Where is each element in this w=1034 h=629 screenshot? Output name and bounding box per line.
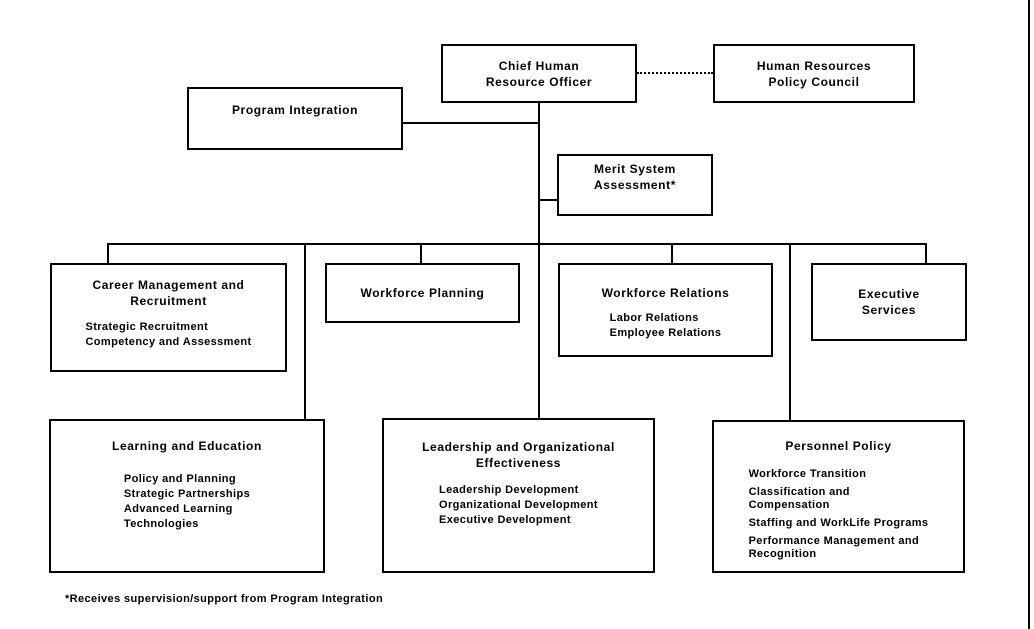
- connector-merit-system: [538, 199, 557, 201]
- node-subfunctions: Labor Relations Employee Relations: [610, 311, 722, 341]
- node-title: Learning and Education: [112, 439, 262, 453]
- node-title: Leadership and Organizational Effectiven…: [422, 440, 615, 470]
- node-program-integration: Program Integration: [187, 87, 403, 150]
- node-merit-system-assessment: Merit System Assessment*: [557, 154, 713, 216]
- subfunction-label: Policy and Planning: [123, 473, 237, 485]
- connector-program-integration: [403, 122, 540, 124]
- node-title: Personnel Policy: [785, 439, 892, 453]
- node-career-management-recruitment: Career Management and Recruitment Strate…: [50, 263, 287, 372]
- subfunction-label: Advanced Learning Technologies: [123, 503, 233, 530]
- connector-chief-council-dotted: [637, 72, 713, 74]
- connector-trunk-vertical: [538, 103, 540, 418]
- connector-drop-workforce-planning: [420, 243, 422, 263]
- subfunction-label: Executive Development: [439, 514, 571, 526]
- connector-distributor-horizontal: [107, 243, 927, 245]
- node-title: Workforce Planning: [360, 286, 485, 300]
- node-title: Chief Human Resource Officer: [485, 58, 593, 89]
- node-learning-education: Learning and Education Policy and Planni…: [49, 419, 325, 573]
- subfunction-label: Performance Management and Recognition: [748, 535, 920, 560]
- node-subfunctions: Policy and Planning Strategic Partnershi…: [124, 472, 250, 532]
- page-right-border: [1028, 0, 1030, 629]
- subfunction-label: Labor Relations: [609, 312, 699, 324]
- subfunction-label: Staffing and WorkLife Programs: [748, 517, 929, 529]
- node-title: Career Management and Recruitment: [92, 278, 245, 308]
- node-workforce-planning: Workforce Planning: [325, 263, 520, 323]
- subfunction-label: Strategic Partnerships: [123, 488, 251, 500]
- node-leadership-organizational-effectiveness: Leadership and Organizational Effectiven…: [382, 418, 655, 573]
- subfunction-label: Leadership Development: [439, 484, 579, 496]
- connector-drop-career: [107, 243, 109, 263]
- node-title: Executive Services: [858, 287, 920, 317]
- node-personnel-policy: Personnel Policy Workforce Transition Cl…: [712, 420, 965, 573]
- subfunction-label: Competency and Assessment: [85, 336, 252, 348]
- node-workforce-relations: Workforce Relations Labor Relations Empl…: [558, 263, 773, 357]
- node-subfunctions: Strategic Recruitment Competency and Ass…: [85, 320, 251, 350]
- subfunction-label: Organizational Development: [439, 499, 598, 511]
- subfunction-label: Strategic Recruitment: [85, 321, 209, 333]
- node-title: Program Integration: [231, 103, 359, 117]
- node-title: Workforce Relations: [601, 286, 730, 300]
- node-title: Human Resources Policy Council: [756, 58, 872, 89]
- subfunction-label: Workforce Transition: [748, 468, 867, 480]
- connector-drop-workforce-relations: [671, 243, 673, 263]
- footnote-text: *Receives supervision/support from Progr…: [65, 593, 384, 605]
- node-title: Merit System Assessment*: [594, 162, 676, 192]
- connector-drop-learning-education: [304, 243, 306, 419]
- subfunction-label: Employee Relations: [609, 327, 722, 339]
- node-subfunctions: Workforce Transition Classification and …: [749, 468, 929, 561]
- node-executive-services: Executive Services: [811, 263, 967, 341]
- node-subfunctions: Leadership Development Organizational De…: [439, 483, 598, 528]
- subfunction-label: Classification and Compensation: [748, 486, 850, 511]
- connector-drop-personnel-policy: [789, 243, 791, 420]
- connector-drop-executive-services: [925, 243, 927, 263]
- node-chief-human-resource-officer: Chief Human Resource Officer: [441, 44, 637, 103]
- node-human-resources-policy-council: Human Resources Policy Council: [713, 44, 915, 103]
